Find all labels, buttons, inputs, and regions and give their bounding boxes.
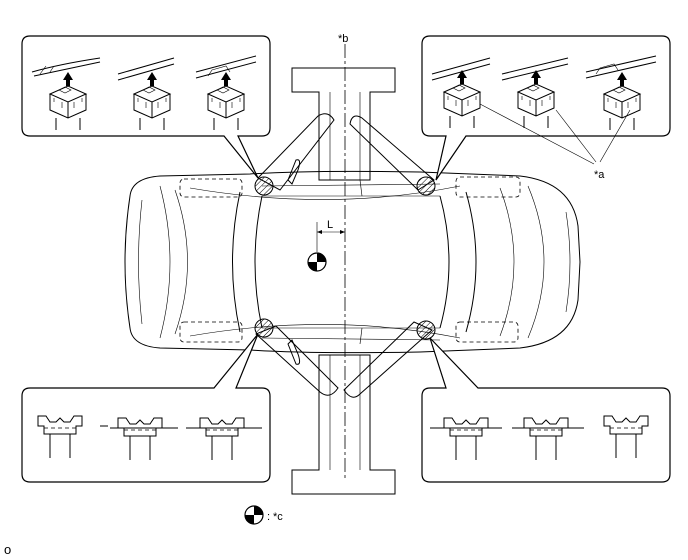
lift-point-front-right (254, 318, 274, 338)
lift-point-rear-left (416, 176, 436, 196)
dimension-label: L (327, 219, 333, 231)
legend-center-of-gravity-icon (244, 505, 264, 525)
inset-front-right (21, 333, 271, 483)
legend: : *c (244, 505, 283, 525)
lift-point-front-left (254, 176, 274, 196)
legend-reference: *c (273, 511, 283, 523)
dimension-l: L (316, 219, 345, 252)
pad-points-label: *a (594, 169, 605, 181)
center-of-gravity-icon (307, 252, 327, 272)
lift-point-rear-right (416, 320, 436, 340)
inset-front-left (21, 35, 271, 179)
corner-mark: o (4, 542, 11, 557)
inset-rear-left (421, 35, 671, 181)
centerline-label: *b (338, 33, 348, 45)
lift-structure (255, 67, 435, 495)
legend-separator: : (267, 511, 270, 523)
inset-rear-right (421, 337, 671, 483)
vehicle-top-view (124, 159, 581, 365)
